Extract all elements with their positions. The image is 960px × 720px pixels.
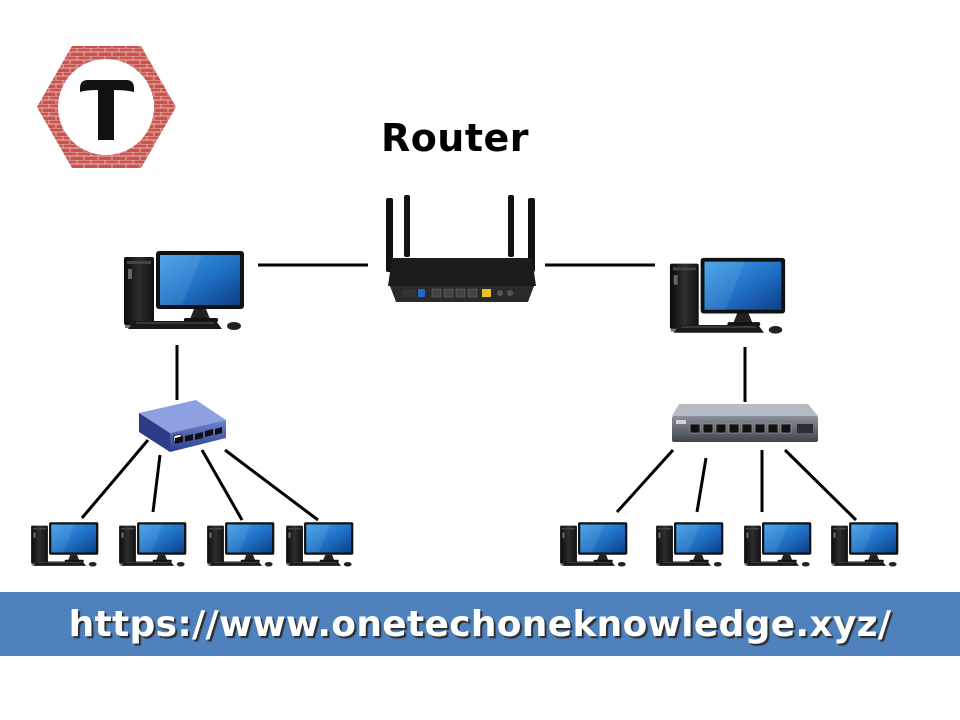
desktop-computer-icon-client-right-4: [830, 521, 899, 567]
desktop-computer-icon-client-left-3: [206, 521, 275, 567]
desktop-computer-icon-client-left-1: [30, 521, 99, 567]
desktop-computer-icon-client-right-1: [559, 521, 628, 567]
desktop-computer-icon-client-left-2: [118, 521, 187, 567]
network-switch-icon-right: [672, 404, 818, 442]
router-label: Router: [380, 116, 530, 160]
desktop-computer-icon-client-right-2: [655, 521, 724, 567]
desktop-computer-icon-upper-left: [123, 250, 245, 331]
website-url[interactable]: https://www.onetechoneknowledge.xyz/: [68, 603, 892, 645]
url-banner: https://www.onetechoneknowledge.xyz/: [0, 592, 960, 656]
link-left-switch-client-2: [151, 454, 162, 513]
link-right-switch-client-4: [783, 448, 858, 522]
network-switch-icon-left: [139, 400, 226, 452]
link-left-switch-client-3: [200, 449, 244, 521]
link-left-switch-client-1: [80, 439, 150, 519]
link-right-switch-client-2: [695, 457, 708, 513]
link-left-switch-client-4: [224, 448, 319, 522]
desktop-computer-icon-upper-right: [669, 257, 786, 335]
desktop-computer-icon-client-left-4: [285, 521, 354, 567]
hexagon-t-logo: [37, 46, 176, 168]
wifi-router-icon: [386, 195, 536, 302]
connection-lines: [80, 263, 858, 522]
desktop-computer-icon-client-right-3: [743, 521, 812, 567]
link-right-switch-client-1: [615, 448, 675, 514]
